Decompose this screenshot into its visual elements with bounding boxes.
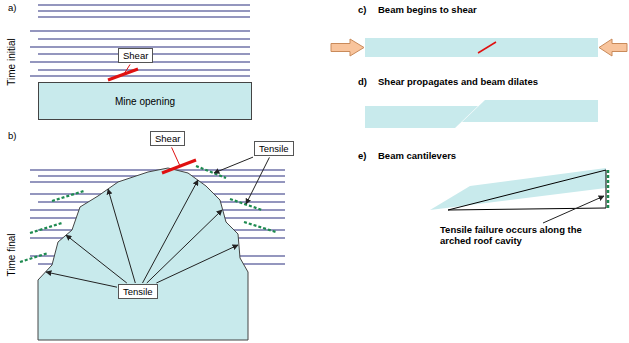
leader-line [108, 189, 135, 283]
beam-piece [462, 100, 598, 122]
callout-box: Tensile [118, 284, 158, 299]
box-text: Shear [155, 133, 180, 144]
box-text: Tensile [259, 143, 289, 154]
compression-arrow [599, 39, 627, 56]
leader-line [543, 196, 604, 223]
panel-letter: b) [8, 130, 16, 141]
mine-opening: Mine opening [38, 82, 252, 120]
panel-title: Shear propagates and beam dilates [378, 76, 538, 87]
leader-line [246, 157, 269, 204]
rock-beam [365, 38, 598, 57]
callout-box: Shear [118, 48, 153, 63]
time-label: Time final [6, 234, 18, 277]
callout-box: Tensile [254, 141, 294, 156]
time-label: Time initial [6, 38, 18, 85]
strata-lines [30, 5, 250, 76]
box-text: Shear [123, 50, 148, 61]
beam-piece [365, 106, 478, 128]
leader-line [156, 245, 238, 283]
shear-crack [108, 69, 138, 80]
compression-arrow [331, 39, 364, 56]
box-text: Mine opening [115, 96, 175, 107]
leader-lines [46, 64, 604, 287]
cantilever-beam [430, 168, 606, 210]
leader-line [147, 210, 222, 283]
leader-line [172, 147, 180, 166]
callout-box: Shear [150, 131, 185, 146]
leader-line [214, 157, 253, 173]
annotation: Tensile failure occurs along the arched … [440, 224, 590, 247]
leader-line [124, 64, 130, 74]
panel-letter: c) [358, 4, 366, 15]
cantilever-outline [448, 170, 606, 210]
leader-line [66, 235, 127, 283]
panel-letter: a) [8, 2, 16, 13]
shear-crack [478, 42, 496, 53]
panel-title: Beam begins to shear [378, 4, 477, 15]
panel-letter: d) [358, 76, 367, 87]
panel-title: Beam cantilevers [378, 150, 456, 161]
shear-crack [162, 160, 196, 173]
arched-cavity [38, 168, 248, 340]
tensile-crack [607, 170, 610, 208]
box-text: Tensile [123, 286, 153, 297]
tensile-cracks [20, 166, 276, 262]
panel-letter: e) [358, 150, 366, 161]
leader-line [46, 272, 117, 287]
